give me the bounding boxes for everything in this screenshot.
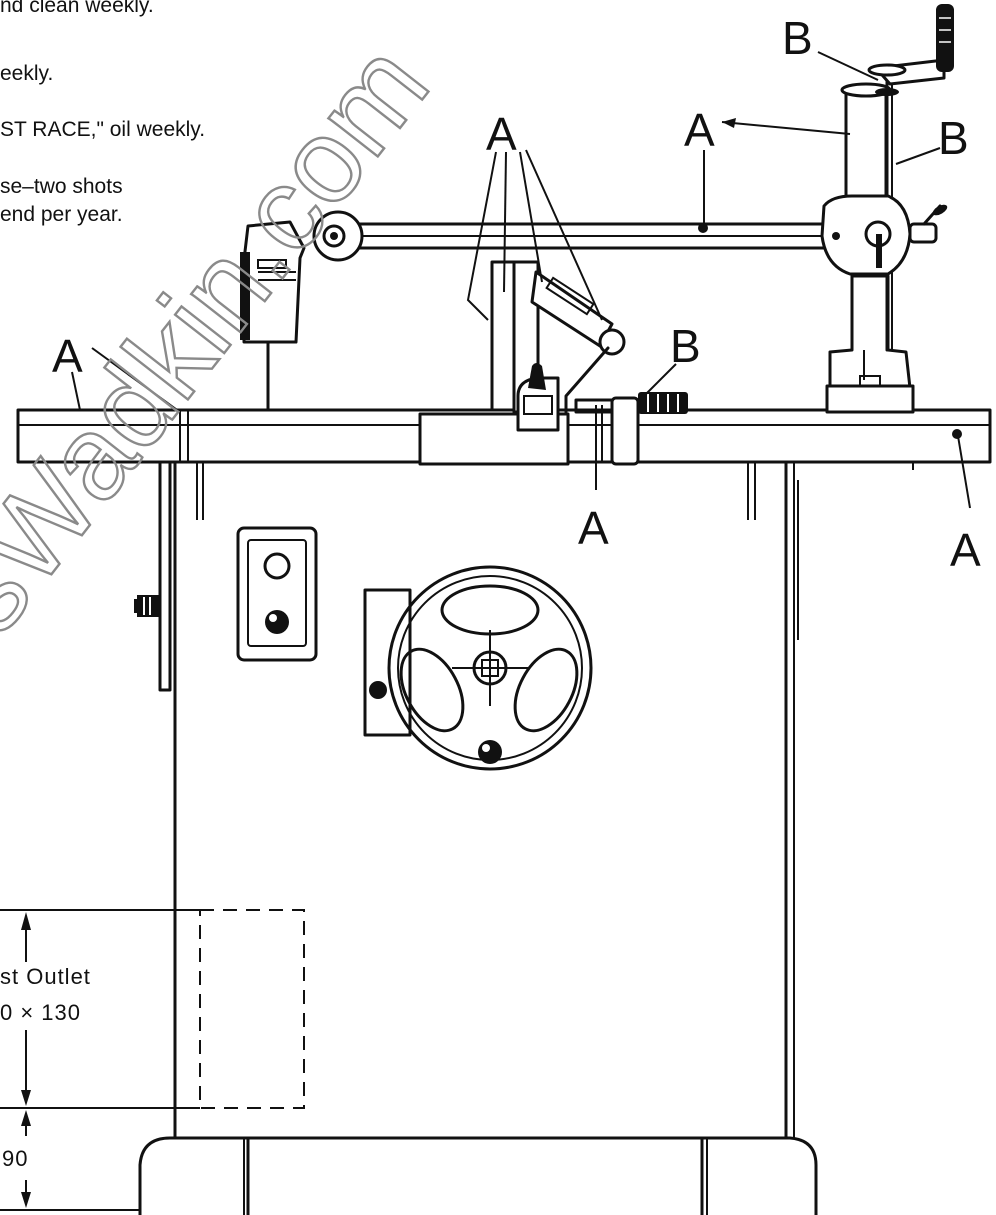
callout-leaders [71, 51, 971, 509]
lubrication-note-5: end per year. [0, 203, 123, 226]
dust-outlet-outline [199, 909, 305, 1109]
overhead-arm [348, 222, 835, 250]
table [16, 396, 992, 470]
callout-a-table-right: A [950, 524, 981, 576]
start-button-icon [263, 552, 291, 580]
base-height-dimension: 90 [2, 1146, 28, 1171]
crank-handle [867, 4, 954, 96]
support-column [820, 70, 948, 414]
outlet-dimension-label: st Outlet [0, 964, 91, 989]
callout-b-screw: B [670, 320, 701, 372]
guard-head [240, 210, 364, 412]
callout-b-column: B [938, 112, 969, 164]
handwheel [363, 565, 593, 771]
callout-a-table-center: A [578, 502, 609, 554]
outlet-dimension-size: 0 × 130 [0, 1000, 81, 1025]
lubrication-note-3: ST RACE," oil weekly. [0, 118, 206, 141]
fence-bracket [490, 260, 626, 432]
callout-labels: A A A A A B B B [52, 12, 981, 576]
lubrication-note-1: nd clean weekly. [0, 0, 154, 17]
callout-a-fence-1: A [486, 108, 517, 160]
right-foot [700, 1136, 818, 1215]
callout-a-arm: A [684, 104, 715, 156]
callout-b-crank: B [782, 12, 813, 64]
lubrication-note-4: se–two shots [0, 175, 123, 198]
switch-panel [236, 526, 318, 662]
callout-a-table-left: A [52, 330, 83, 382]
cabinet [158, 460, 799, 1140]
left-foot [138, 1136, 250, 1215]
side-lock-knob [134, 595, 159, 617]
rip-fence-lock [610, 396, 640, 466]
dimension-lines [0, 909, 200, 1211]
stop-button-icon [265, 610, 289, 634]
lubrication-note-2: eekly. [0, 62, 54, 85]
